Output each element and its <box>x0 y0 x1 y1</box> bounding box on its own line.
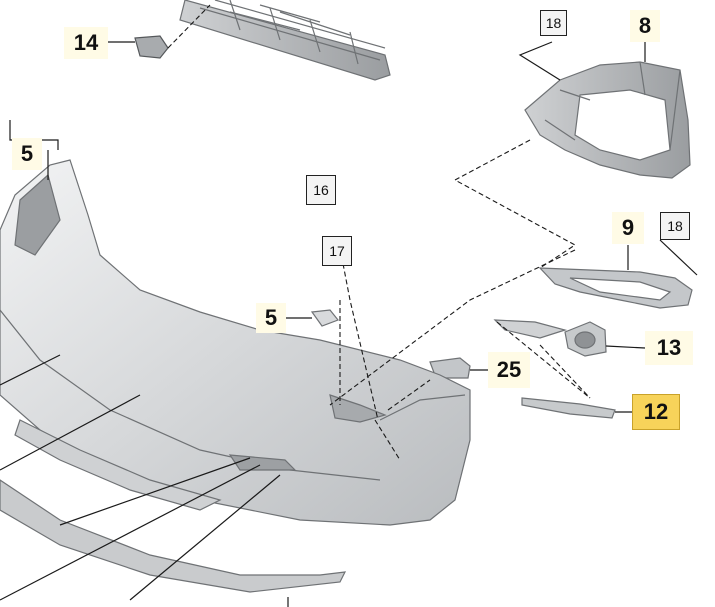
callout-5-top: 5 <box>12 138 42 170</box>
lower-spoiler <box>0 419 347 593</box>
upper-grille <box>179 0 391 81</box>
callout-16: 16 <box>306 175 336 205</box>
callout-5-mid: 5 <box>256 303 286 333</box>
clip-part-5-center <box>285 309 339 327</box>
callout-8: 8 <box>630 10 660 42</box>
callout-25: 25 <box>488 352 530 388</box>
callout-9: 9 <box>612 212 644 244</box>
callout-18-top: 18 <box>540 10 567 36</box>
fog-bracket-part-9 <box>538 239 698 309</box>
callout-12: 12 <box>632 394 680 430</box>
callout-13: 13 <box>645 331 693 365</box>
clip-part-14 <box>108 4 211 59</box>
callout-18-right: 18 <box>660 212 690 240</box>
fog-cover-part-13 <box>493 319 646 357</box>
callout-14: 14 <box>64 27 108 59</box>
headlight-bracket-part-8 <box>518 41 691 179</box>
callout-17: 17 <box>322 236 352 266</box>
front-bumper <box>0 159 471 526</box>
strip-part-12 <box>521 397 632 419</box>
